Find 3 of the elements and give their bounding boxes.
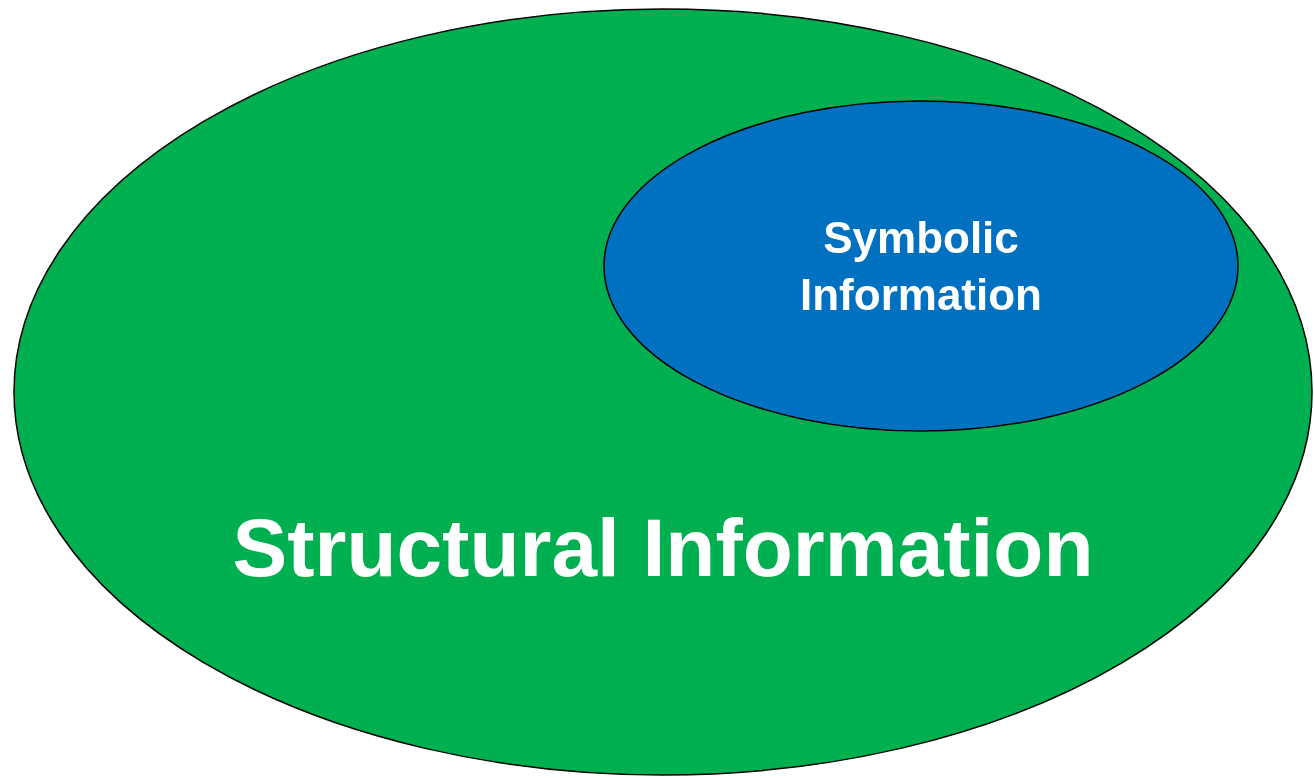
- ellipse-label: Structural Information: [232, 501, 1094, 595]
- ellipse-label: Symbolic Information: [799, 211, 1043, 321]
- ellipse: [603, 100, 1239, 432]
